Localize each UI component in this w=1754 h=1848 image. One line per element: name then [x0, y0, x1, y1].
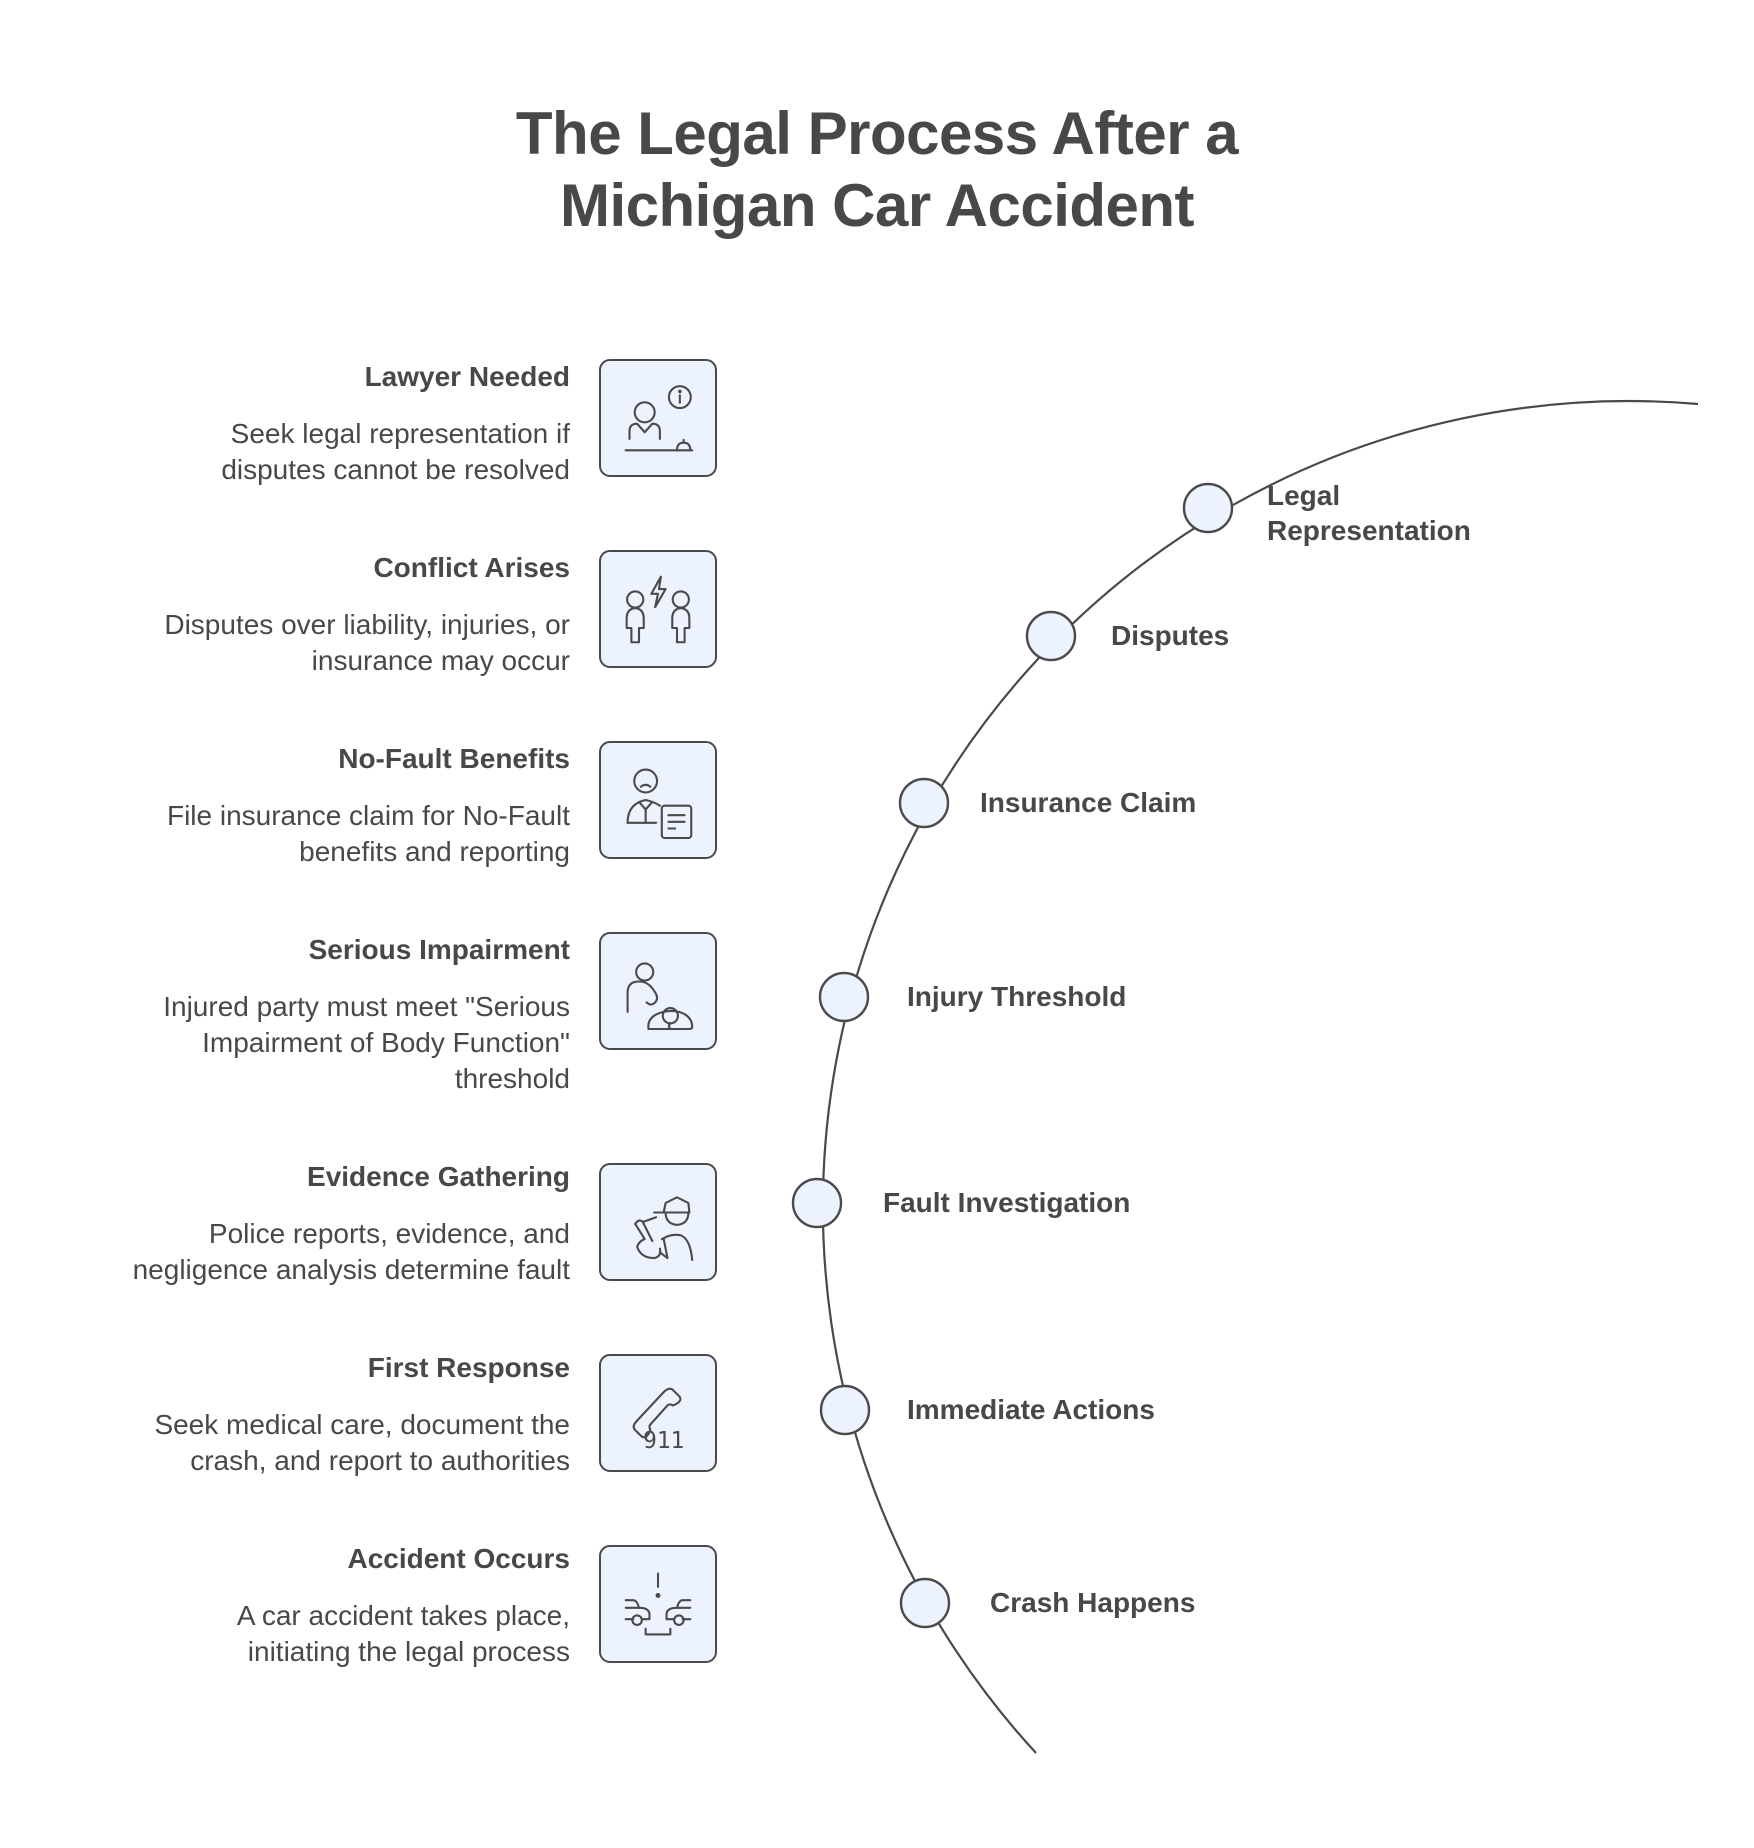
step-title: Accident Occurs: [347, 1543, 570, 1574]
page-title: The Legal Process After a Michigan Car A…: [0, 98, 1754, 242]
node-label-legal-representation: Legal Representation: [1267, 478, 1471, 548]
step-description: Seek medical care, document the crash, a…: [50, 1407, 570, 1479]
claim-form-icon: [626, 768, 693, 840]
desc-line: initiating the legal process: [247, 1636, 570, 1667]
step-title: First Response: [367, 1352, 570, 1383]
desc-line: negligence analysis determine fault: [132, 1254, 570, 1285]
desc-line: File insurance claim for No-Fault: [166, 800, 570, 831]
timeline-node-immediate-actions: [819, 1384, 871, 1436]
step-description: Seek legal representation if disputes ca…: [50, 416, 570, 488]
icon-text-911: 911: [643, 1428, 684, 1454]
desc-line: benefits and reporting: [299, 836, 570, 867]
step-description: Disputes over liability, injuries, or in…: [50, 607, 570, 679]
step-accident-occurs: Accident Occurs A car accident takes pla…: [50, 1542, 570, 1670]
timeline-node-legal-representation: [1182, 482, 1234, 534]
car-crash-icon: [624, 1572, 692, 1636]
label-line: Disputes: [1111, 620, 1230, 651]
step-title: Serious Impairment: [308, 934, 570, 965]
label-line: Legal: [1267, 480, 1341, 511]
icon-box-conflict: [599, 550, 717, 668]
timeline-node-crash-happens: [899, 1577, 951, 1629]
step-title: Evidence Gathering: [307, 1161, 570, 1192]
desc-line: Impairment of Body Function": [202, 1027, 570, 1058]
label-line: Injury Threshold: [907, 981, 1127, 1012]
desc-line: crash, and report to authorities: [190, 1445, 570, 1476]
icon-box-first-response: 911: [599, 1354, 717, 1472]
step-conflict-arises: Conflict Arises Disputes over liability,…: [50, 551, 570, 679]
desc-line: disputes cannot be resolved: [221, 454, 570, 485]
timeline-node-fault-investigation: [791, 1177, 843, 1229]
node-label-fault-investigation: Fault Investigation: [883, 1185, 1130, 1220]
label-line: Representation: [1267, 515, 1471, 546]
desc-line: insurance may occur: [311, 645, 570, 676]
node-label-injury-threshold: Injury Threshold: [907, 979, 1126, 1014]
node-label-immediate-actions: Immediate Actions: [907, 1392, 1155, 1427]
step-title: No-Fault Benefits: [338, 743, 570, 774]
step-description: Police reports, evidence, and negligence…: [50, 1216, 570, 1288]
title-line-2: Michigan Car Accident: [559, 172, 1195, 239]
step-evidence-gathering: Evidence Gathering Police reports, evide…: [50, 1160, 570, 1288]
police-officer-icon: [634, 1196, 694, 1262]
icon-box-claim: [599, 741, 717, 859]
node-label-disputes: Disputes: [1111, 618, 1229, 653]
icon-box-accident: [599, 1545, 717, 1663]
desc-line: Injured party must meet "Serious: [163, 991, 570, 1022]
icon-box-lawyer: [599, 359, 717, 477]
step-serious-impairment: Serious Impairment Injured party must me…: [50, 933, 570, 1097]
timeline-node-insurance-claim: [898, 777, 950, 829]
step-title: Conflict Arises: [373, 552, 570, 583]
label-line: Immediate Actions: [907, 1394, 1155, 1425]
step-no-fault-benefits: No-Fault Benefits File insurance claim f…: [50, 742, 570, 870]
conflict-people-icon: [625, 575, 691, 644]
step-title: Lawyer Needed: [364, 361, 570, 392]
title-line-1: The Legal Process After a: [515, 100, 1239, 167]
node-label-insurance-claim: Insurance Claim: [980, 785, 1196, 820]
label-line: Fault Investigation: [883, 1187, 1131, 1218]
step-description: A car accident takes place, initiating t…: [50, 1598, 570, 1670]
lawyer-desk-icon: [624, 385, 694, 452]
desc-line: Seek medical care, document the: [154, 1409, 570, 1440]
timeline-arc: [821, 399, 1699, 1754]
step-description: File insurance claim for No-Fault benefi…: [50, 798, 570, 870]
desc-line: Seek legal representation if: [230, 418, 570, 449]
step-description: Injured party must meet "Serious Impairm…: [50, 989, 570, 1097]
label-line: Insurance Claim: [980, 787, 1197, 818]
injured-person-icon: [626, 962, 694, 1031]
desc-line: Disputes over liability, injuries, or: [164, 609, 570, 640]
icon-box-evidence: [599, 1163, 717, 1281]
step-first-response: First Response Seek medical care, docume…: [50, 1351, 570, 1479]
timeline-node-disputes: [1025, 610, 1077, 662]
step-lawyer-needed: Lawyer Needed Seek legal representation …: [50, 360, 570, 488]
timeline-node-injury-threshold: [818, 971, 870, 1023]
node-label-crash-happens: Crash Happens: [990, 1585, 1195, 1620]
desc-line: threshold: [454, 1063, 570, 1094]
icon-box-injury: [599, 932, 717, 1050]
phone-911-icon: 911: [632, 1387, 684, 1454]
desc-line: A car accident takes place,: [236, 1600, 570, 1631]
desc-line: Police reports, evidence, and: [208, 1218, 570, 1249]
label-line: Crash Happens: [990, 1587, 1196, 1618]
